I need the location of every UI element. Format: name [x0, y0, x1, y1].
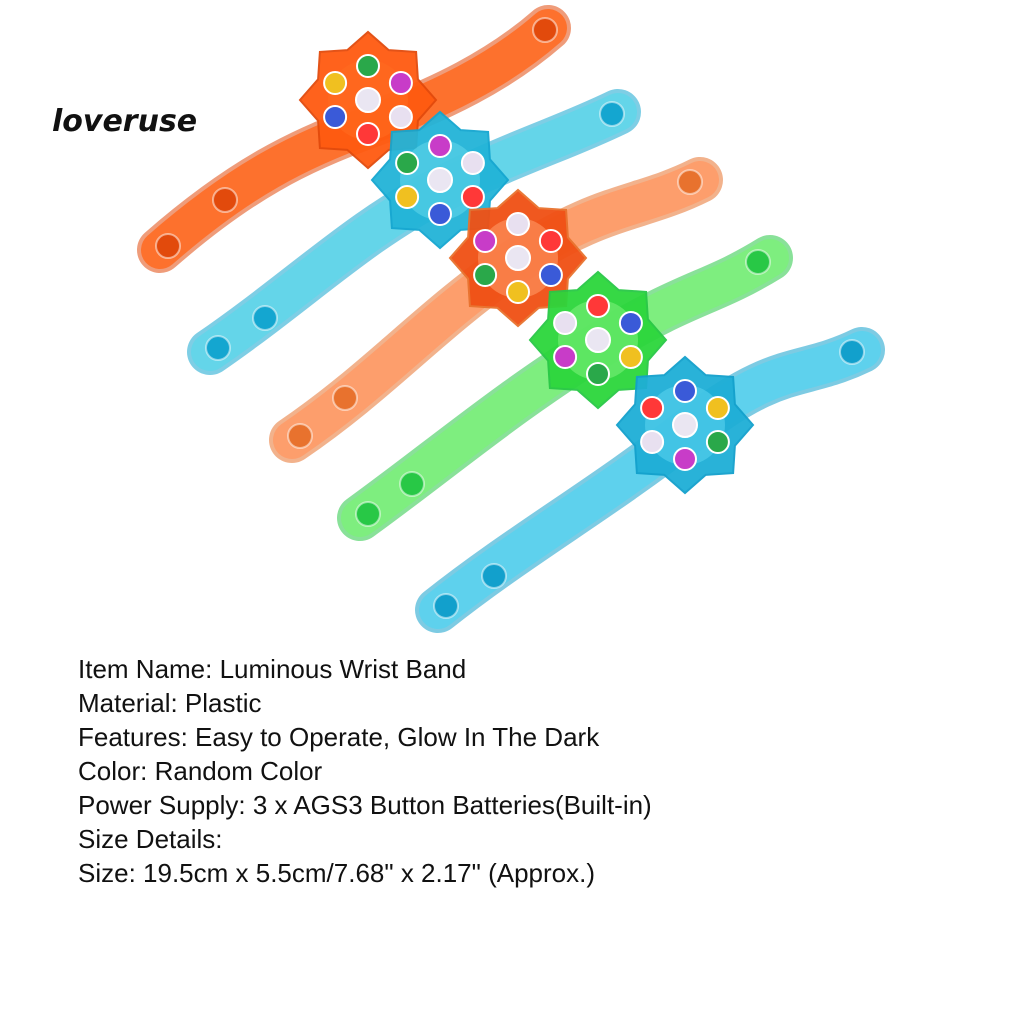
- gem: [586, 294, 610, 318]
- gem: [323, 71, 348, 95]
- rivet: [155, 233, 181, 259]
- gem: [640, 396, 665, 420]
- rivet: [252, 305, 278, 331]
- rivet: [677, 169, 703, 195]
- rivet: [332, 385, 358, 411]
- rivet: [433, 593, 459, 619]
- rivet: [599, 101, 625, 127]
- wristband-5: [415, 327, 885, 633]
- gem: [473, 229, 498, 253]
- gem: [553, 345, 578, 369]
- gem: [538, 229, 563, 253]
- gem: [473, 263, 498, 287]
- gem: [618, 311, 643, 335]
- rivet: [287, 423, 313, 449]
- product-specs: Item Name: Luminous Wrist Band Material:…: [78, 652, 652, 890]
- rivet: [355, 501, 381, 527]
- gem: [586, 362, 610, 386]
- gem: [538, 263, 563, 287]
- spec-size-details: Size Details:: [78, 824, 223, 854]
- brand-watermark: loveruse: [52, 104, 198, 139]
- center-gem: [355, 87, 381, 113]
- gem: [640, 430, 665, 454]
- gem: [323, 105, 348, 129]
- gem: [395, 151, 420, 175]
- rivet: [399, 471, 425, 497]
- gem: [356, 122, 380, 146]
- gem: [705, 396, 730, 420]
- rivet: [745, 249, 771, 275]
- gem: [553, 311, 578, 335]
- gem: [428, 134, 452, 158]
- center-gem: [672, 412, 698, 438]
- wristband-2: [187, 89, 641, 375]
- spec-item-name: Item Name: Luminous Wrist Band: [78, 654, 467, 684]
- rivet: [205, 335, 231, 361]
- gem: [460, 151, 485, 175]
- wristband-4: [337, 235, 793, 541]
- gem: [388, 105, 413, 129]
- rivet: [481, 563, 507, 589]
- gem: [428, 202, 452, 226]
- gem: [460, 185, 485, 209]
- rivet: [212, 187, 238, 213]
- spec-power-supply: Power Supply: 3 x AGS3 Button Batteries(…: [78, 790, 652, 820]
- gem: [506, 280, 530, 304]
- gem: [395, 185, 420, 209]
- rivet: [839, 339, 865, 365]
- gem: [388, 71, 413, 95]
- gem: [705, 430, 730, 454]
- wristband-3: [269, 157, 723, 463]
- gem: [618, 345, 643, 369]
- center-gem: [585, 327, 611, 353]
- rivet: [532, 17, 558, 43]
- product-illustration: [137, 5, 885, 633]
- spec-color: Color: Random Color: [78, 756, 323, 786]
- spec-material: Material: Plastic: [78, 688, 262, 718]
- gem: [673, 379, 697, 403]
- spec-features: Features: Easy to Operate, Glow In The D…: [78, 722, 600, 752]
- spec-size: Size: 19.5cm x 5.5cm/7.68" x 2.17" (Appr…: [78, 858, 596, 888]
- center-gem: [505, 245, 531, 271]
- gem: [673, 447, 697, 471]
- center-gem: [427, 167, 453, 193]
- gem: [506, 212, 530, 236]
- gem: [356, 54, 380, 78]
